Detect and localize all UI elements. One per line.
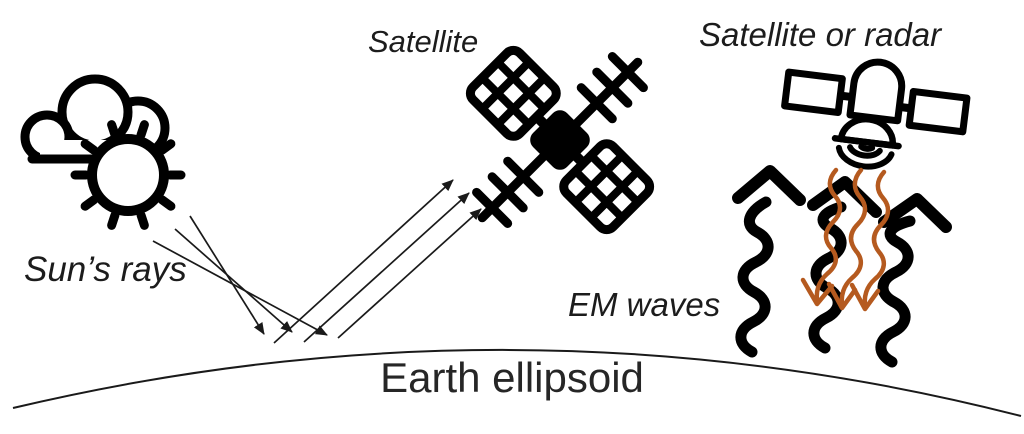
em-wave-up-arrow: [875, 193, 952, 368]
sun-rays: [70, 120, 186, 230]
sun-disc: [87, 134, 169, 216]
radar-dish-base: [831, 135, 902, 150]
radar-panel-right: [905, 87, 971, 136]
sun-ray-arrow: [273, 179, 454, 344]
satellite-body: [530, 110, 590, 170]
satellite-label: Satellite: [368, 24, 479, 59]
satellite-panel-lower: [559, 139, 655, 235]
earth-ellipsoid-arc: [12, 348, 1022, 417]
em-wave-down-arrows: [800, 167, 891, 312]
satellite-antenna-right: [566, 52, 648, 134]
earth-ellipsoid-label: Earth ellipsoid: [380, 354, 644, 401]
em-wave-down-arrow: [826, 167, 868, 311]
sun-ray-arrow: [152, 240, 328, 336]
em-waves-label: EM waves: [568, 286, 721, 323]
sun-ray-arrow: [174, 228, 293, 333]
suns-rays-label: Sun’s rays: [24, 250, 187, 289]
sun-ray-arrows-up: [273, 179, 482, 344]
em-wave-up-arrows: [732, 165, 952, 368]
sun-ray-arrow: [303, 192, 470, 343]
em-wave-down-arrow: [849, 169, 891, 312]
sun-ray-arrow: [337, 208, 482, 339]
satellite-or-radar-label: Satellite or radar: [699, 16, 942, 53]
satellite-antenna-left: [472, 146, 554, 228]
satellite-icon: [465, 45, 655, 235]
satellite-panel-upper: [465, 45, 561, 141]
sun-ray-arrows-down: [152, 215, 328, 336]
radar-signal-waves: [835, 143, 895, 170]
em-wave-down-arrow: [800, 167, 843, 307]
radar-body: [846, 58, 906, 125]
em-wave-up-arrow: [732, 165, 806, 358]
radar-panel-left: [781, 68, 846, 116]
radar-satellite-icon: [781, 58, 971, 170]
sun-behind-cloud-icon: [20, 74, 186, 230]
